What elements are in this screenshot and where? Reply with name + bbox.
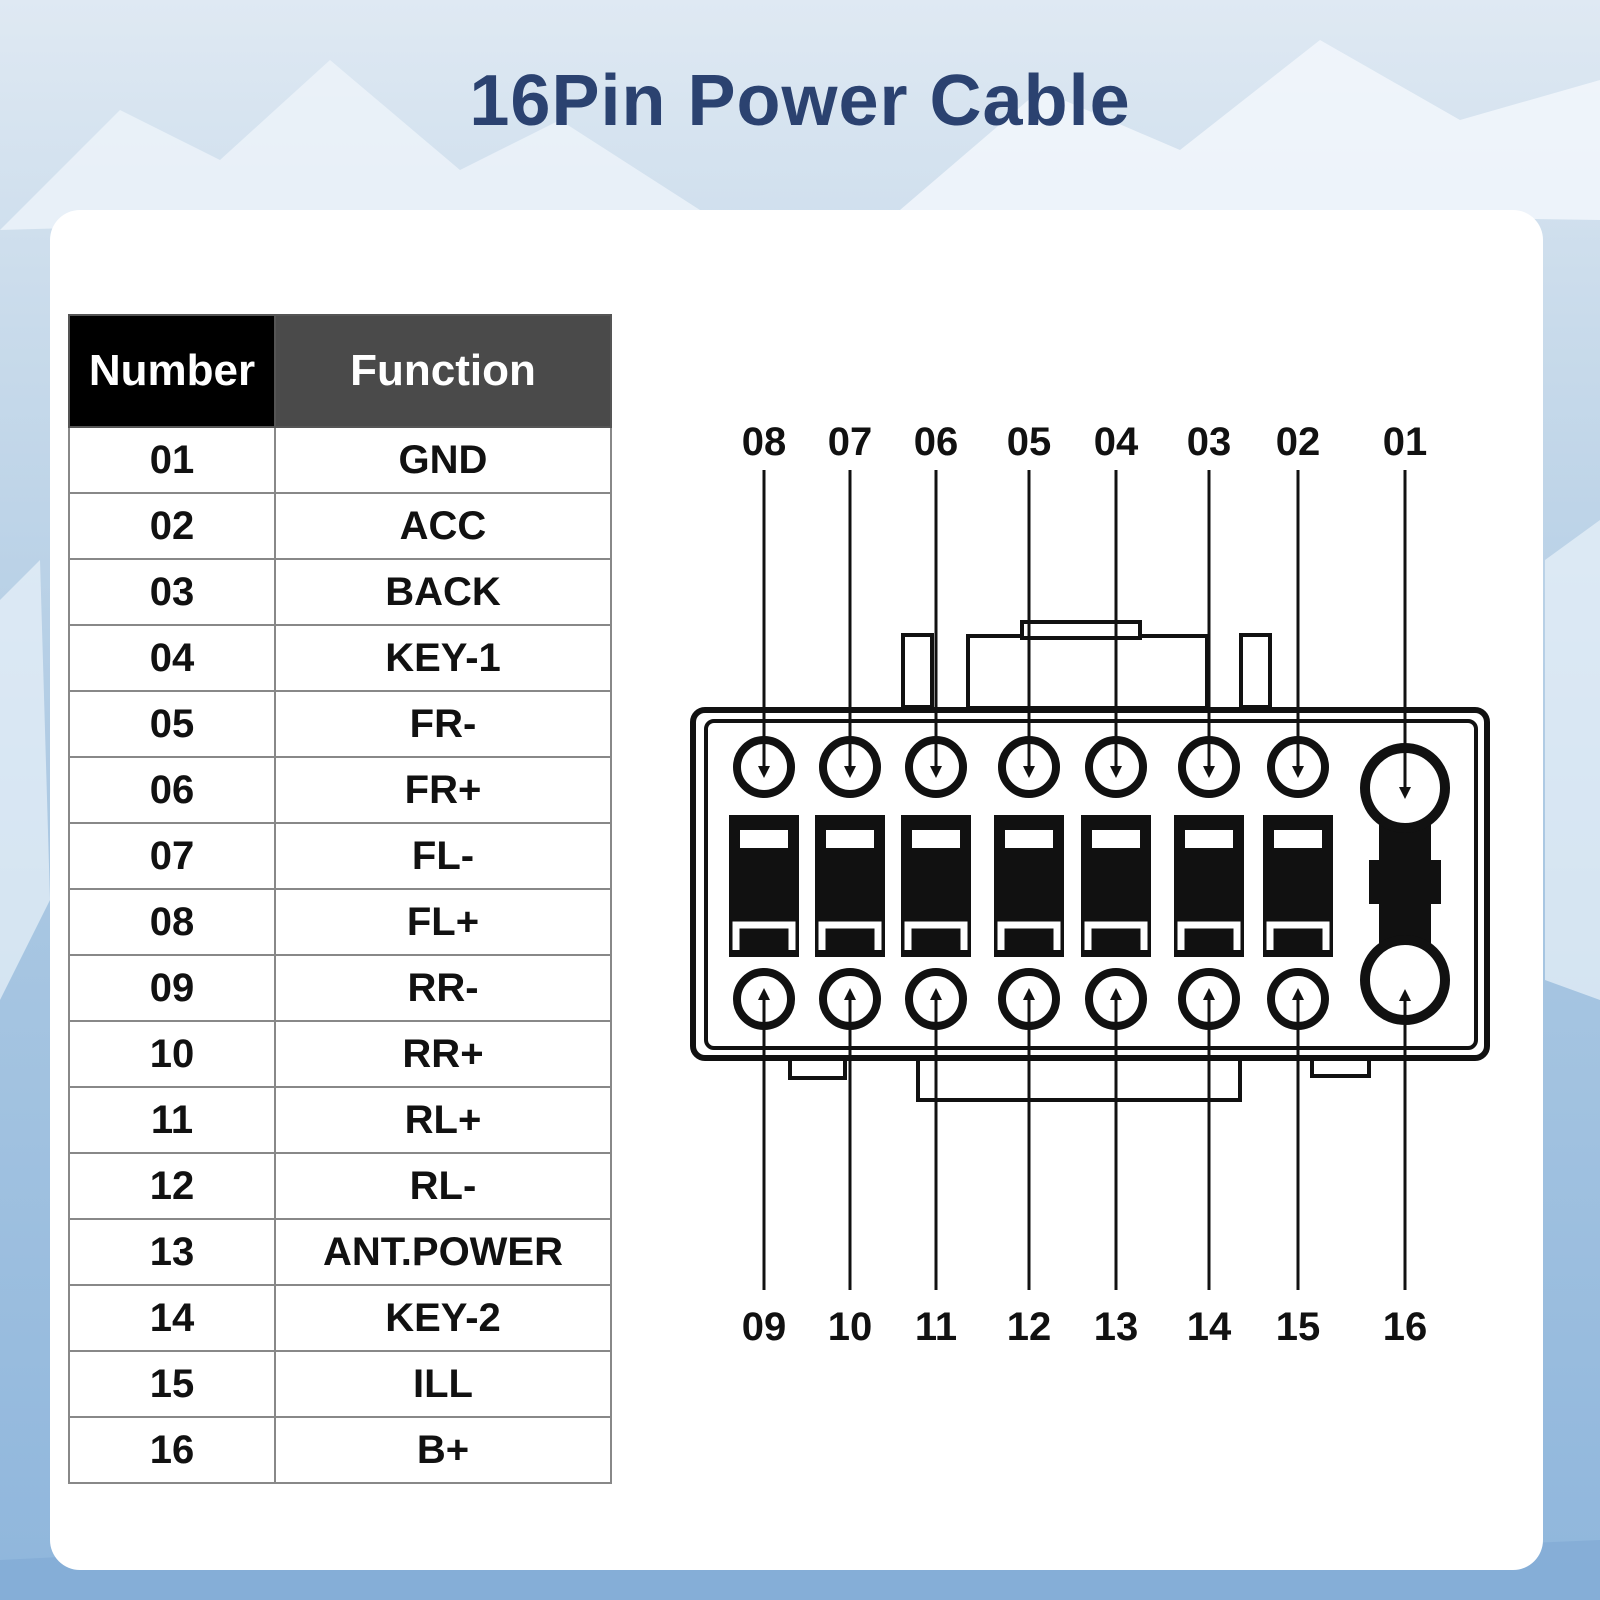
pin-function-cell: RR- — [274, 954, 612, 1022]
pin-number-cell: 12 — [68, 1152, 276, 1220]
page-title: 16Pin Power Cable — [469, 61, 1131, 141]
pin-function-cell: RR+ — [274, 1020, 612, 1088]
pin-number-cell: 16 — [68, 1416, 276, 1484]
pin-number-cell: 07 — [68, 822, 276, 890]
pin-number-cell: 02 — [68, 492, 276, 560]
pin-function-cell: GND — [274, 426, 612, 494]
pin-number-cell: 13 — [68, 1218, 276, 1286]
pin-function-cell: B+ — [274, 1416, 612, 1484]
pin-number-cell: 08 — [68, 888, 276, 956]
pin-function-cell: ANT.POWER — [274, 1218, 612, 1286]
pin-number-cell: 01 — [68, 426, 276, 494]
pin-number-cell: 03 — [68, 558, 276, 626]
pin-number-cell: 14 — [68, 1284, 276, 1352]
pin-function-cell: FL- — [274, 822, 612, 890]
header-number: Number — [68, 314, 276, 428]
pin-function-cell: RL- — [274, 1152, 612, 1220]
pin-function-cell: RL+ — [274, 1086, 612, 1154]
pin-function-cell: FR- — [274, 690, 612, 758]
pin-number-cell: 09 — [68, 954, 276, 1022]
pin-number-cell: 11 — [68, 1086, 276, 1154]
pin-number-cell: 06 — [68, 756, 276, 824]
pin-function-cell: BACK — [274, 558, 612, 626]
pin-number-cell: 15 — [68, 1350, 276, 1418]
header-function: Function — [274, 314, 612, 428]
pin-number-cell: 10 — [68, 1020, 276, 1088]
pin-function-cell: FR+ — [274, 756, 612, 824]
pin-number-cell: 05 — [68, 690, 276, 758]
pin-function-cell: FL+ — [274, 888, 612, 956]
pin-function-cell: KEY-2 — [274, 1284, 612, 1352]
pin-function-cell: ILL — [274, 1350, 612, 1418]
pin-function-cell: KEY-1 — [274, 624, 612, 692]
pin-function-cell: ACC — [274, 492, 612, 560]
pin-number-cell: 04 — [68, 624, 276, 692]
